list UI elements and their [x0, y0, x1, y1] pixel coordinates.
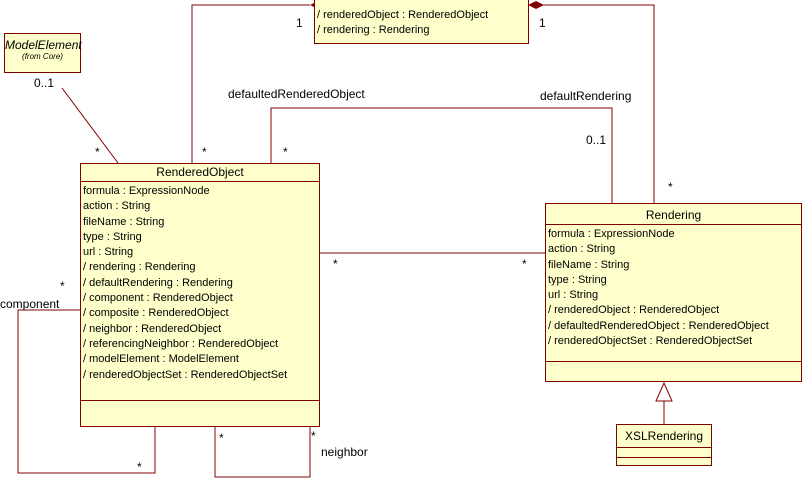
attribute: type : String [83, 230, 142, 243]
role-label: component [0, 297, 60, 311]
neighbor-association [214, 427, 311, 478]
attribute: / rendering : Rendering [317, 24, 430, 37]
modelelement-name: ModelElement [5, 38, 82, 52]
attribute: / modelElement : ModelElement [83, 353, 239, 366]
rendering-name: Rendering [546, 204, 801, 225]
rendering-class[interactable]: Rendering formula : ExpressionNode actio… [545, 203, 802, 382]
renderedobjectset-class[interactable]: / renderedObject : RenderedObject / rend… [314, 0, 529, 44]
multiplicity-label: * [95, 145, 100, 159]
attribute: fileName : String [548, 258, 630, 271]
xslrendering-class[interactable]: XSLRendering [616, 424, 712, 466]
multiplicity-label: * [60, 279, 65, 293]
xslrendering-attributes [617, 448, 711, 458]
attribute: / renderedObject : RenderedObject [317, 9, 489, 21]
attribute: / rendering : Rendering [83, 261, 196, 274]
rendering-attributes: formula : ExpressionNode action : String… [546, 225, 801, 362]
multiplicity-label: * [522, 257, 527, 271]
multiplicity-label: * [219, 431, 224, 445]
default-rendering-association [270, 107, 613, 203]
role-label: defaultRendering [540, 89, 632, 103]
attribute: / referencingNeighbor : RenderedObject [83, 337, 279, 350]
multiplicity-label: * [283, 145, 288, 159]
role-label: defaultedRenderedObject [228, 87, 365, 101]
attribute: url : String [548, 289, 599, 302]
composition-diamond-right-icon [528, 1, 544, 9]
multiplicity-label: * [311, 429, 316, 443]
xslrendering-name: XSLRendering [617, 425, 711, 448]
multiplicity-label: * [668, 180, 673, 194]
attribute: / renderedObjectSet : RenderedObjectSet [83, 368, 288, 381]
multiplicity-label: * [202, 145, 207, 159]
multiplicity-label: 1 [296, 16, 303, 30]
modelelement-class[interactable]: ModelElement (from Core) [4, 33, 82, 73]
rendering-set-association [530, 4, 655, 203]
multiplicity-label: * [137, 460, 142, 474]
renderedobject-attributes: formula : ExpressionNode action : String… [81, 182, 319, 401]
modelelement-package: (from Core) [22, 52, 63, 61]
multiplicity-label: * [333, 257, 338, 271]
multiplicity-label: 0..1 [34, 76, 55, 90]
attribute: formula : ExpressionNode [548, 228, 675, 240]
renderedobjectset-attributes: / renderedObject : RenderedObject / rend… [315, 0, 528, 39]
attribute: / defaultedRenderedObject : RenderedObje… [548, 319, 769, 332]
modelelement-association [61, 87, 119, 164]
attribute: url : String [83, 246, 134, 259]
renderedobject-class[interactable]: RenderedObject formula : ExpressionNode … [80, 163, 320, 427]
attribute: formula : ExpressionNode [83, 185, 210, 197]
attribute: fileName : String [83, 215, 165, 228]
multiplicity-label: 0..1 [586, 133, 607, 147]
attribute: / defaultRendering : Rendering [83, 276, 233, 289]
attribute: action : String [548, 243, 616, 256]
generalization-arrow-icon [655, 381, 673, 402]
multiplicity-label: 1 [539, 16, 546, 30]
attribute: / composite : RenderedObject [83, 307, 229, 320]
attribute: type : String [548, 273, 607, 286]
renderedobject-name: RenderedObject [81, 164, 319, 182]
attribute: / component : RenderedObject [83, 292, 233, 305]
attribute: / renderedObject : RenderedObject [548, 304, 720, 317]
attribute: / neighbor : RenderedObject [83, 322, 222, 335]
component-association [17, 309, 156, 474]
attribute: action : String [83, 200, 151, 213]
attribute: / renderedObjectSet : RenderedObjectSet [548, 335, 753, 348]
renderedobject-set-association [191, 4, 310, 163]
role-label: neighbor [321, 445, 368, 459]
